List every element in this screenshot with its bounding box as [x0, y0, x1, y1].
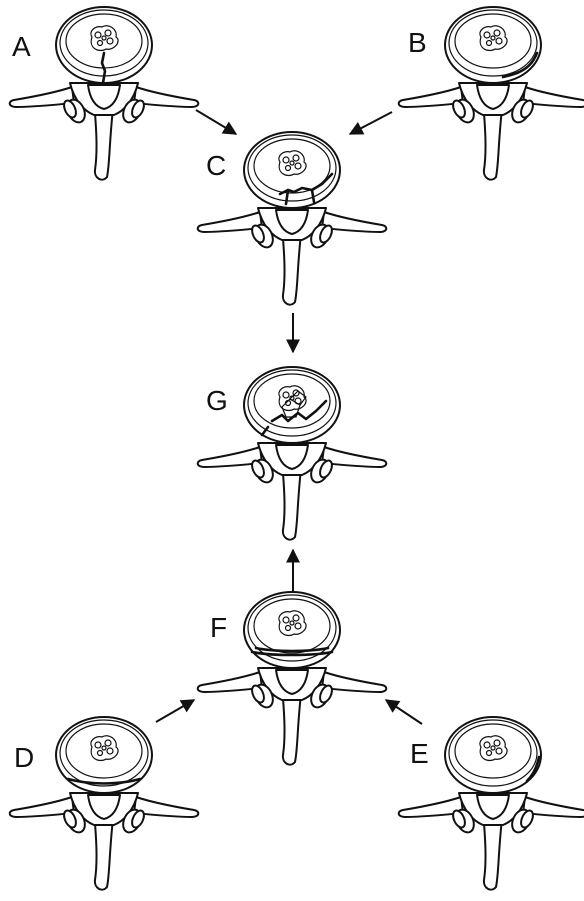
arrow-a-to-c: [196, 110, 236, 134]
vertebra-a: [10, 7, 199, 180]
label-d: D: [14, 742, 34, 773]
label-c: C: [206, 150, 226, 181]
arrow-e-to-f: [386, 700, 422, 724]
arrow-b-to-c: [350, 112, 392, 134]
arrow-d-to-f: [156, 700, 194, 722]
label-b: B: [408, 27, 427, 58]
vertebra-d: [10, 717, 199, 890]
label-e: E: [410, 738, 429, 769]
label-a: A: [12, 31, 31, 62]
label-g: G: [206, 385, 228, 416]
label-f: F: [210, 612, 227, 643]
